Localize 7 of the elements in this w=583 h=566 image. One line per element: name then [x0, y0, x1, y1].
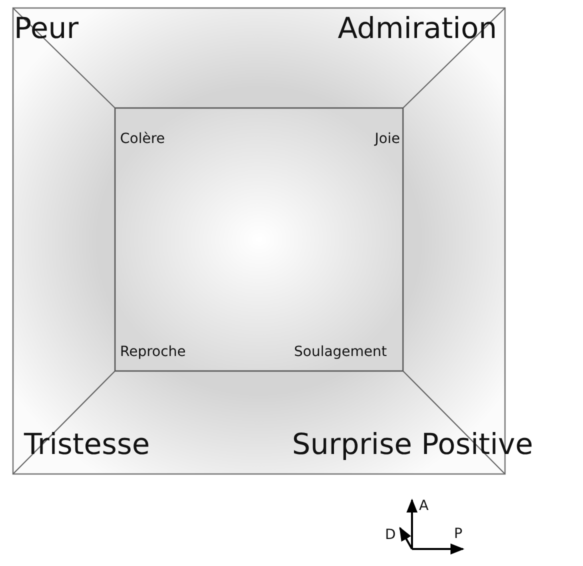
axis-label: D	[385, 528, 396, 542]
emotion-label: Joie	[374, 132, 400, 146]
axis-label: A	[419, 499, 429, 513]
emotion-label: Reproche	[120, 345, 186, 359]
emotion-label: Colère	[120, 132, 165, 146]
emotion-label: Soulagement	[294, 345, 387, 359]
axis-label: P	[454, 527, 462, 541]
